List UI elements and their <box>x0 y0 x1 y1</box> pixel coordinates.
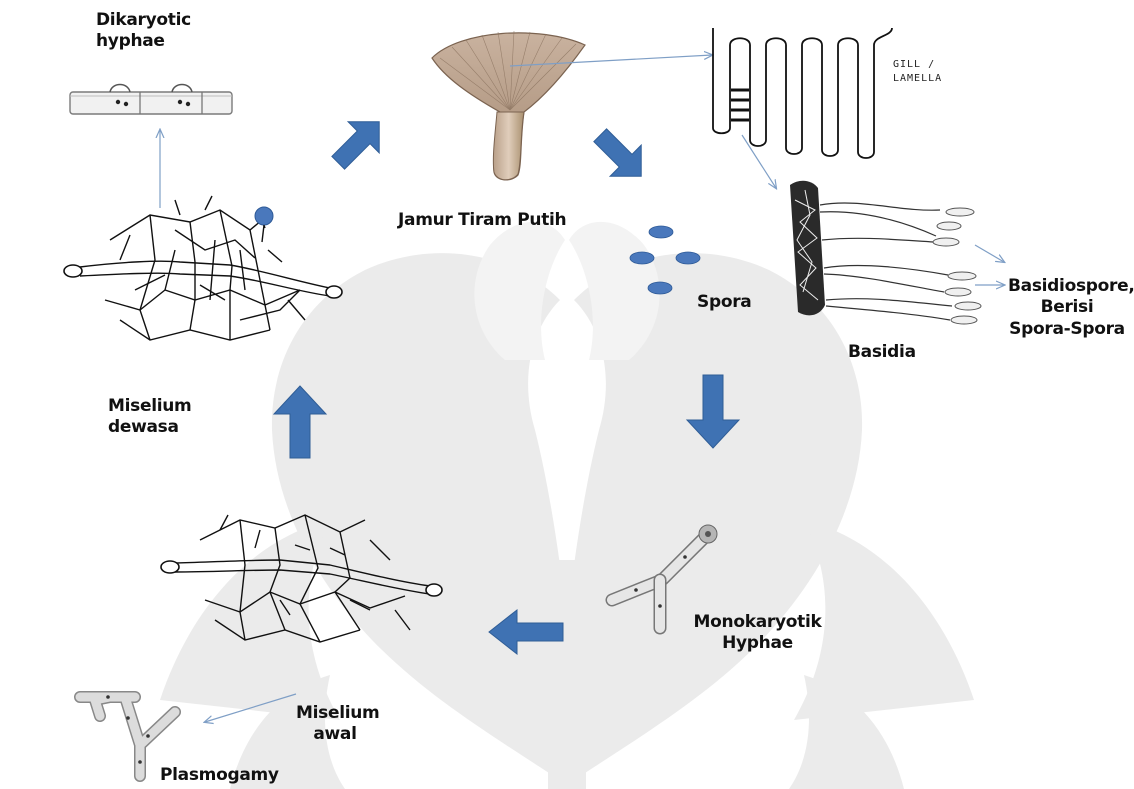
gill-lamella-sketch <box>713 28 892 158</box>
label-monokaryotik-hyphae: Monokaryotik Hyphae <box>690 612 825 655</box>
label-spora: Spora <box>697 292 751 313</box>
dikaryotic-hyphae-illustration <box>70 85 232 115</box>
watermark <box>160 222 974 789</box>
label-jamur-tiram-putih: Jamur Tiram Putih <box>398 210 566 231</box>
cycle-arrow-to-spora <box>585 120 657 192</box>
label-miselium-awal: Miselium awal <box>296 703 374 746</box>
label-dikaryotic-hyphae: Dikaryotic hyphae <box>96 10 206 53</box>
label-gill-lamella: GILL / LAMELLA <box>893 58 955 86</box>
mushroom-illustration <box>432 31 585 180</box>
plasmogamy-hyphae-illustration <box>80 695 175 776</box>
basidia-sketch <box>790 181 981 324</box>
label-plasmogamy: Plasmogamy <box>160 765 279 786</box>
label-miselium-dewasa: Miselium dewasa <box>108 396 208 439</box>
arrow-basidia-spore-upper <box>975 245 1004 262</box>
cycle-arrow-to-mushroom <box>323 106 395 178</box>
mature-mycelium-sketch <box>80 196 330 340</box>
fruiting-body-primordium <box>255 207 273 225</box>
label-basidia: Basidia <box>848 342 916 363</box>
label-basidiospore: Basidiospore, Berisi Spora-Spora <box>1008 276 1126 340</box>
arrow-gill-to-basidia <box>742 135 776 188</box>
